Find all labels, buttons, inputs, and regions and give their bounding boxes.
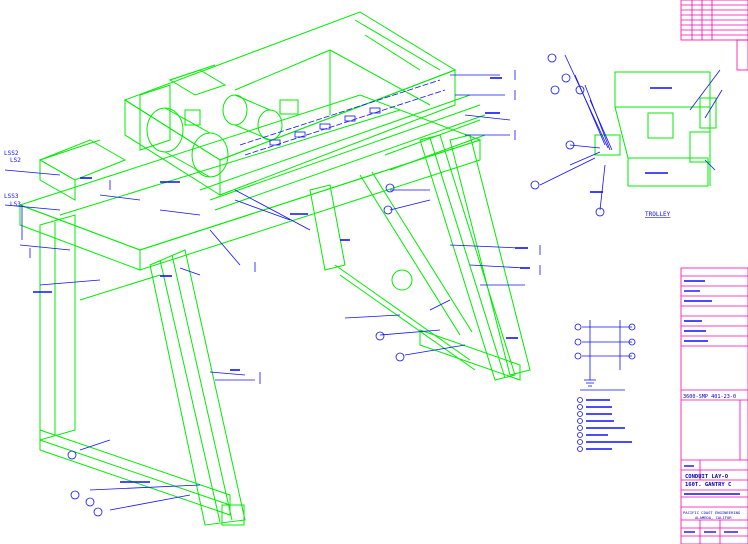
main-girder: [18, 94, 482, 271]
title-block-text: 3600-SMP 401-23-0 CONDUIT LAY-O 160T. GA…: [683, 394, 741, 520]
title-block: [680, 0, 748, 544]
crane-structure: [18, 11, 717, 526]
label-ls2: LS2: [10, 157, 21, 164]
trolley-plan: [594, 71, 717, 187]
right-leg: [309, 119, 531, 381]
legend: [577, 397, 632, 452]
trolley-rail: [199, 94, 486, 211]
drawing-number: 3600-SMP 401-23-0: [683, 394, 736, 400]
label-ls3: LS3: [10, 201, 21, 208]
company-line1: PACIFIC COAST ENGINEERING: [683, 510, 741, 515]
label-trolley: TROLLEY: [645, 211, 671, 218]
note-marks: [33, 77, 672, 483]
label-lss2: LSS2: [4, 150, 19, 157]
schematic: [574, 320, 636, 391]
annotations: [4, 53, 723, 517]
label-lss3: LSS3: [4, 193, 19, 200]
left-leg: [39, 214, 246, 526]
drawing-title-line2: 160T. GANTRY C: [685, 482, 731, 488]
machinery-house: [123, 11, 457, 196]
drawing-title-line1: CONDUIT LAY-O: [685, 474, 729, 480]
company-line2: ALAMEDA, CALIFOR: [695, 515, 732, 520]
title-block-marks: [684, 280, 740, 533]
